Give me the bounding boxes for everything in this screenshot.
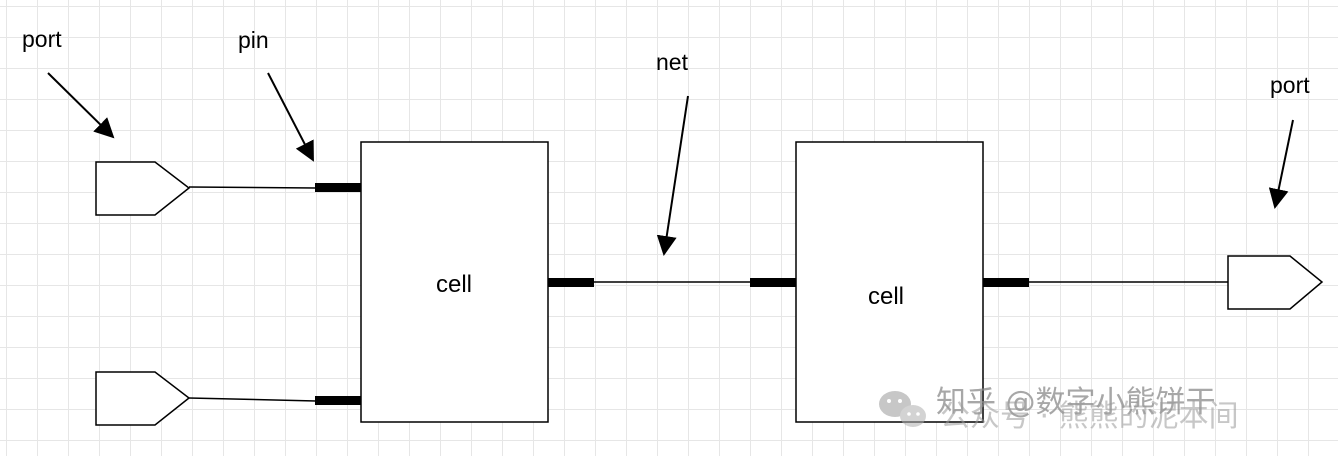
cell-2-output-pin (983, 278, 1029, 287)
cell-1-input-pin-bottom (315, 396, 361, 405)
pin-arrow (267, 72, 314, 162)
watermark-line-1: 知乎 @数字小熊饼干 (936, 385, 1216, 420)
cell-1-output-pin (548, 278, 594, 287)
port-right-arrow (1268, 119, 1294, 209)
output-port (1227, 255, 1324, 310)
port-right-label: port (1270, 72, 1310, 98)
net-port-top-to-pin (188, 186, 317, 189)
cell-1-label: cell (436, 271, 472, 298)
net-arrow (656, 95, 689, 256)
cell-2-label: cell (868, 283, 904, 310)
pin-label: pin (238, 27, 269, 53)
input-port-top (95, 161, 191, 216)
net-port-bottom-to-pin (188, 397, 317, 402)
cell-2-box (795, 141, 984, 423)
input-port-bottom (95, 371, 191, 426)
net-label: net (656, 49, 689, 75)
wechat-icon (879, 391, 926, 427)
cell-1-input-pin-top (315, 183, 361, 192)
cell-1-box (360, 141, 549, 423)
cell-2-input-pin (750, 278, 796, 287)
port-left-label: port (22, 26, 62, 52)
watermark: 知乎 @数字小熊饼干 公众号 · 熊熊的泥本间 (879, 385, 1239, 434)
watermark-line-2: 公众号 · 熊熊的泥本间 (940, 399, 1239, 434)
port-left-arrow (47, 72, 115, 139)
